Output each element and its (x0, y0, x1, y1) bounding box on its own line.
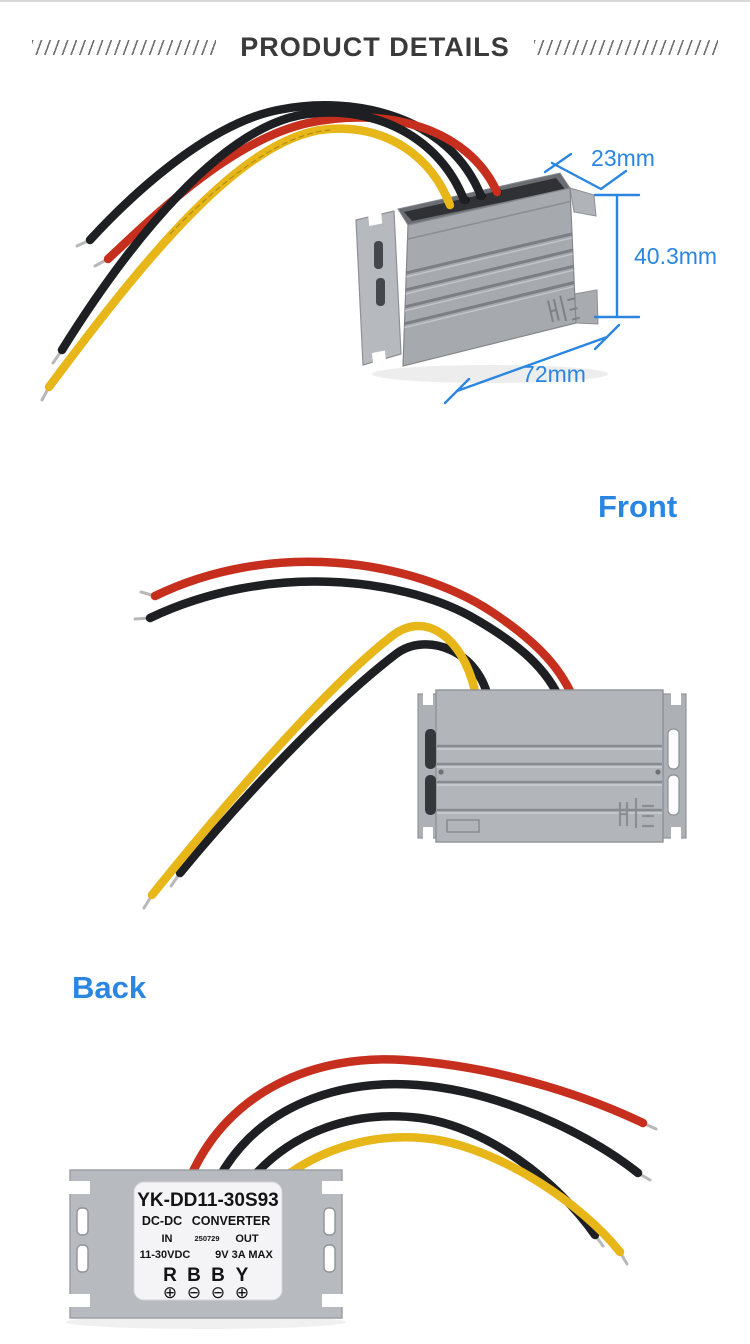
rib-highlights (404, 237, 575, 329)
front-ribs (437, 744, 662, 812)
plus-circle-icon: ⊕ (235, 1283, 249, 1303)
terminal-polarity-icons: ⊕ ⊖ ⊖ ⊕ (163, 1283, 249, 1303)
wire-yellow (147, 621, 482, 900)
converter-front-body (417, 689, 687, 843)
model-number: YK-DD11-30S93 (137, 1190, 279, 1211)
terminal-letter-b2: B (211, 1265, 225, 1286)
back-view-label: Back (72, 970, 147, 1005)
product-photo-front (133, 557, 687, 910)
embossed-logo (618, 798, 654, 828)
label-date-code: 250729 (194, 1234, 219, 1243)
section-header: PRODUCT DETAILS (0, 30, 750, 64)
wire-black (57, 108, 469, 355)
input-spec: 11-30VDC (140, 1249, 191, 1261)
wire-black (85, 101, 486, 245)
plus-circle-icon: ⊕ (163, 1283, 177, 1303)
product-photo-back: YK-DD11-30S93 DC-DC CONVERTER IN 250729 … (63, 1055, 658, 1329)
hatch-decoration-right (533, 39, 718, 55)
converter-3d-body (355, 172, 599, 367)
front-rib-highlights (437, 748, 662, 814)
wire-red (185, 1055, 648, 1183)
minus-circle-icon: ⊖ (187, 1283, 201, 1303)
wire-yellow (271, 1133, 625, 1257)
label-in: IN (162, 1233, 173, 1245)
wire-yellow (44, 124, 455, 392)
wire-red (150, 557, 580, 707)
terminal-letters: R B B Y (163, 1265, 249, 1286)
wire-black (145, 577, 566, 707)
converter-back-plate: YK-DD11-30S93 DC-DC CONVERTER IN 250729 … (63, 1169, 349, 1319)
dim-width-label: 72mm (522, 361, 586, 387)
wires-front-view (133, 557, 580, 910)
wire-black (215, 1080, 643, 1181)
output-spec: 9V 3A MAX (215, 1249, 273, 1261)
dim-depth-label: 23mm (591, 145, 655, 171)
dimension-lines (443, 152, 641, 405)
front-view-label: Front (598, 489, 678, 524)
hatch-decoration-left (32, 39, 217, 55)
device-type-2: CONVERTER (192, 1214, 270, 1228)
dim-height-label: 40.3mm (634, 243, 717, 269)
spec-label-sticker (133, 1181, 283, 1301)
page-title: PRODUCT DETAILS (240, 32, 510, 62)
minus-circle-icon: ⊖ (211, 1283, 225, 1303)
device-shadow (372, 365, 608, 383)
embossed-logo (547, 295, 580, 323)
wires-3d-view (40, 101, 502, 402)
product-photo-dimensioned: 23mm 40.3mm 72mm (40, 101, 717, 405)
device-type-1: DC-DC (142, 1214, 182, 1228)
heatsink-ribs (404, 232, 575, 326)
terminal-letter-r: R (163, 1265, 177, 1286)
terminal-letter-b1: B (187, 1265, 201, 1286)
label-out: OUT (235, 1233, 259, 1245)
wires-back-view (185, 1055, 658, 1266)
terminal-letter-y: Y (236, 1265, 249, 1286)
